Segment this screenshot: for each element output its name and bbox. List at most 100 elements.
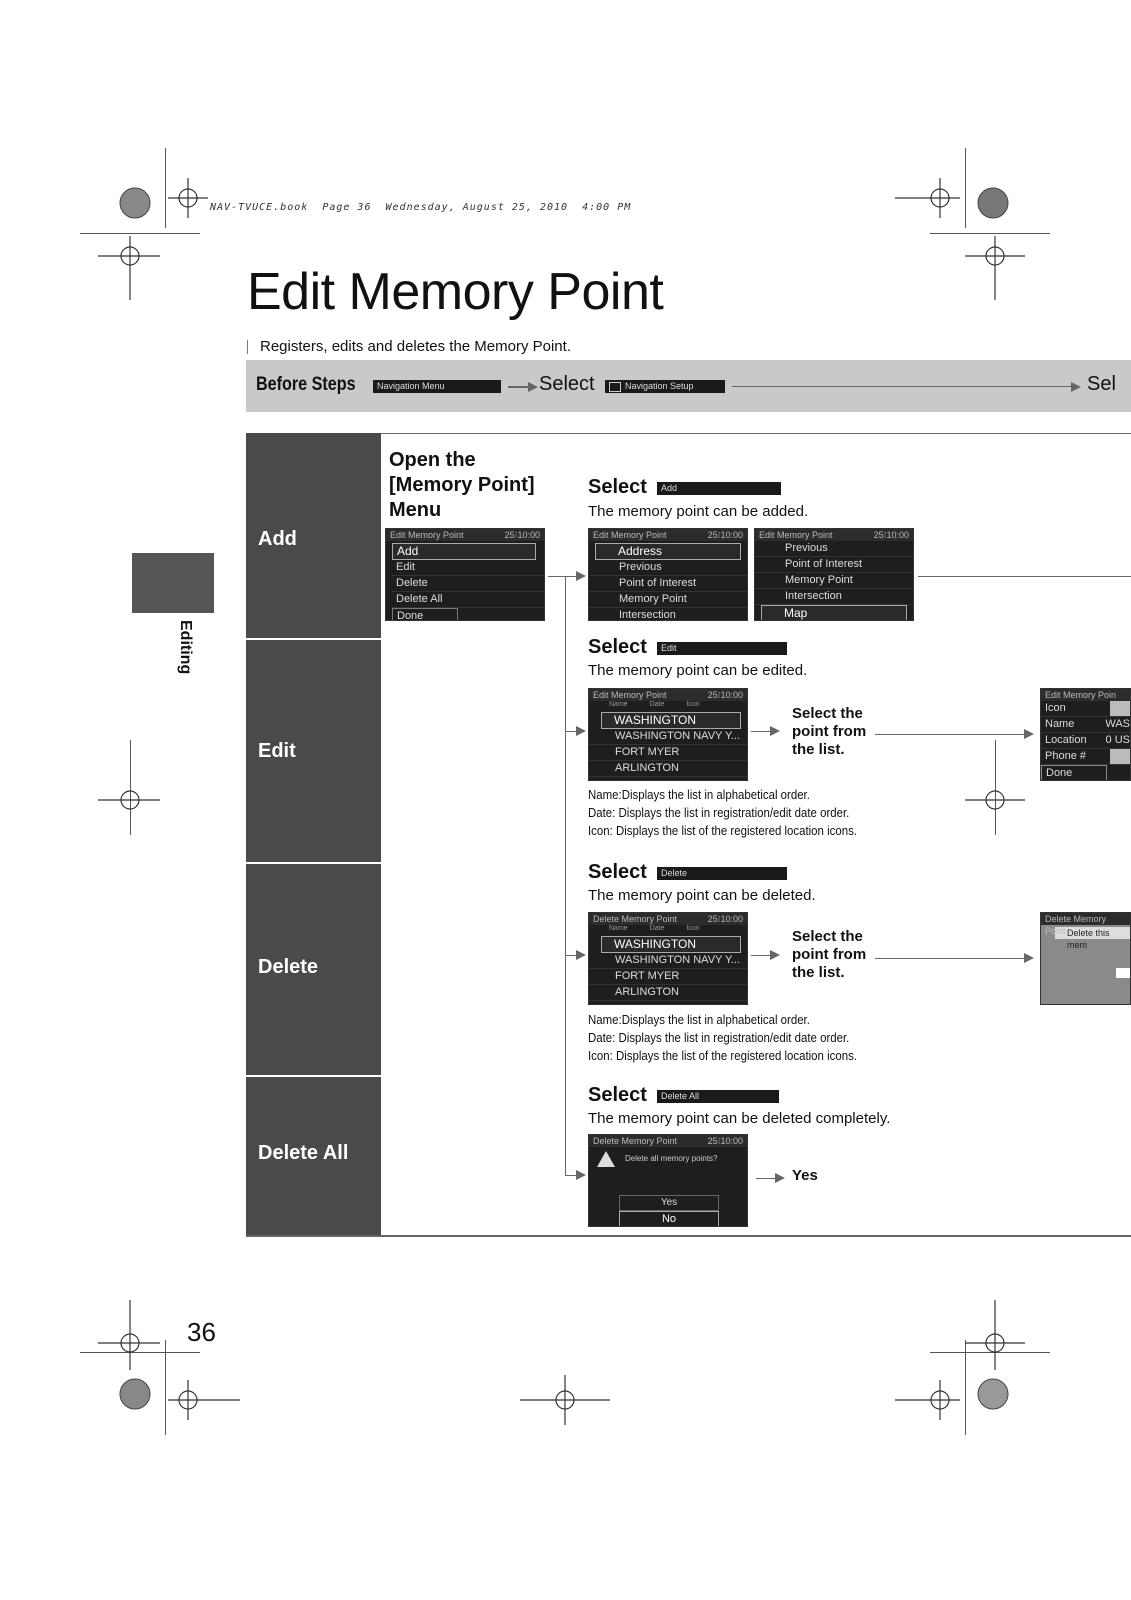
subtitle-bar bbox=[247, 340, 248, 354]
table-bottom-border bbox=[246, 1235, 1131, 1237]
detail-row-icon[interactable]: Icon bbox=[1041, 701, 1130, 717]
add-select-heading: Select bbox=[588, 476, 647, 498]
delete-all-callout: Yes bbox=[792, 1167, 818, 1184]
list-item[interactable]: ARLINGTON bbox=[589, 761, 747, 777]
menu-item-edit[interactable]: Edit bbox=[392, 560, 544, 576]
list-item[interactable]: ARLINGTON bbox=[589, 985, 747, 1001]
before-steps-band: Before Steps Navigation Menu Select Navi… bbox=[246, 360, 1131, 412]
crop-mark bbox=[965, 148, 966, 228]
connector bbox=[918, 576, 1131, 577]
crop-mark bbox=[930, 233, 1050, 234]
delete-select-heading: Select bbox=[588, 861, 647, 883]
connector bbox=[548, 576, 566, 577]
list-item[interactable]: WASHINGTON NAVY Y... bbox=[589, 729, 747, 745]
arrow-head bbox=[1024, 953, 1034, 963]
menu-item-add[interactable]: Add bbox=[392, 543, 536, 560]
list-item[interactable]: WASHINGTON NAVY Y... bbox=[589, 953, 747, 969]
menu-item-delete[interactable]: Delete bbox=[392, 576, 544, 592]
edit-select-heading: Select bbox=[588, 636, 647, 658]
delete-all-description: The memory point can be deleted complete… bbox=[588, 1110, 891, 1127]
arrow-head bbox=[528, 382, 538, 392]
row-label-delete: Delete bbox=[246, 864, 381, 1075]
crop-mark bbox=[965, 1340, 966, 1435]
list-item[interactable]: FORT MYER bbox=[589, 969, 747, 985]
navigation-menu-chip: Navigation Menu bbox=[373, 380, 501, 393]
list-item[interactable]: Address bbox=[595, 543, 741, 560]
arrow-head bbox=[576, 571, 586, 581]
add-description: The memory point can be added. bbox=[588, 503, 809, 520]
edit-callout: Select the point from the list. bbox=[792, 705, 867, 758]
connector bbox=[565, 1175, 577, 1176]
crop-mark bbox=[165, 1340, 166, 1435]
list-item[interactable]: Point of Interest bbox=[755, 557, 913, 573]
yes-button[interactable]: Yes bbox=[619, 1195, 719, 1211]
connector bbox=[565, 576, 577, 577]
delete-confirm-map-screen: Delete Memory Point Delete this mem bbox=[1040, 912, 1131, 1005]
page-subtitle: Registers, edits and deletes the Memory … bbox=[260, 338, 571, 355]
side-tab-block bbox=[132, 553, 214, 613]
arrow-head bbox=[576, 1170, 586, 1180]
arrow-head bbox=[775, 1173, 785, 1183]
crop-mark bbox=[80, 233, 200, 234]
list-item[interactable]: WASHINGTON bbox=[601, 936, 741, 953]
no-button[interactable]: No bbox=[619, 1211, 719, 1226]
page-number: 36 bbox=[187, 1317, 216, 1347]
list-item[interactable]: Previous bbox=[755, 541, 913, 557]
arrow-head bbox=[1071, 382, 1081, 392]
list-item[interactable]: FORT MYER bbox=[589, 745, 747, 761]
connector bbox=[565, 955, 577, 956]
sort-tabs[interactable]: Name Date Icon bbox=[609, 701, 700, 708]
before-steps-label: Before Steps bbox=[256, 374, 356, 395]
delete-prompt: Delete this mem bbox=[1055, 927, 1130, 950]
sort-tabs[interactable]: Name Date Icon bbox=[609, 925, 700, 932]
row-label-add: Add bbox=[246, 433, 381, 638]
crop-mark bbox=[165, 148, 166, 228]
arrow-head bbox=[1024, 729, 1034, 739]
book-header: NAV-TVUCE.book Page 36 Wednesday, August… bbox=[210, 202, 632, 213]
connector bbox=[756, 1178, 776, 1179]
list-item[interactable]: Previous bbox=[589, 560, 747, 576]
list-item[interactable]: Memory Point bbox=[589, 592, 747, 608]
detail-row-phone[interactable]: Phone # bbox=[1041, 749, 1130, 765]
connector bbox=[875, 958, 1025, 959]
edit-notes: Name:Displays the list in alphabetical o… bbox=[588, 787, 857, 838]
delete-all-select-heading: Select bbox=[588, 1084, 647, 1106]
side-tab-editing: Editing bbox=[177, 620, 194, 675]
list-item[interactable]: Intersection bbox=[755, 589, 913, 605]
warning-icon bbox=[597, 1151, 615, 1167]
delete-all-question: Delete all memory points? bbox=[625, 1154, 718, 1163]
crop-mark bbox=[130, 740, 131, 835]
arrow-head bbox=[770, 950, 780, 960]
add-chip: Add bbox=[657, 482, 781, 495]
delete-callout: Select the point from the list. bbox=[792, 928, 867, 981]
delete-all-chip: Delete All bbox=[657, 1090, 779, 1103]
page-title: Edit Memory Point bbox=[247, 263, 664, 321]
menu-item-delete-all[interactable]: Delete All bbox=[392, 592, 544, 608]
connector bbox=[751, 731, 771, 732]
detail-done-button[interactable]: Done bbox=[1041, 765, 1107, 780]
menu-item-done[interactable]: Done bbox=[392, 608, 458, 620]
crop-mark bbox=[930, 1352, 1050, 1353]
arrow-head bbox=[770, 726, 780, 736]
list-item[interactable]: Intersection bbox=[589, 608, 747, 620]
list-item[interactable]: Point of Interest bbox=[589, 576, 747, 592]
arrow-line bbox=[508, 386, 530, 388]
connector-vertical bbox=[565, 576, 566, 1176]
table-top-border bbox=[246, 433, 1131, 434]
navigation-setup-chip: Navigation Setup bbox=[605, 380, 725, 393]
delete-chip: Delete bbox=[657, 867, 787, 880]
arrow-head bbox=[576, 950, 586, 960]
list-item[interactable]: Memory Point bbox=[755, 573, 913, 589]
list-item[interactable]: Map bbox=[761, 605, 907, 620]
before-select-cut: Sel bbox=[1087, 373, 1116, 395]
list-item[interactable]: WASHINGTON bbox=[601, 712, 741, 729]
row-label-edit: Edit bbox=[246, 640, 381, 862]
